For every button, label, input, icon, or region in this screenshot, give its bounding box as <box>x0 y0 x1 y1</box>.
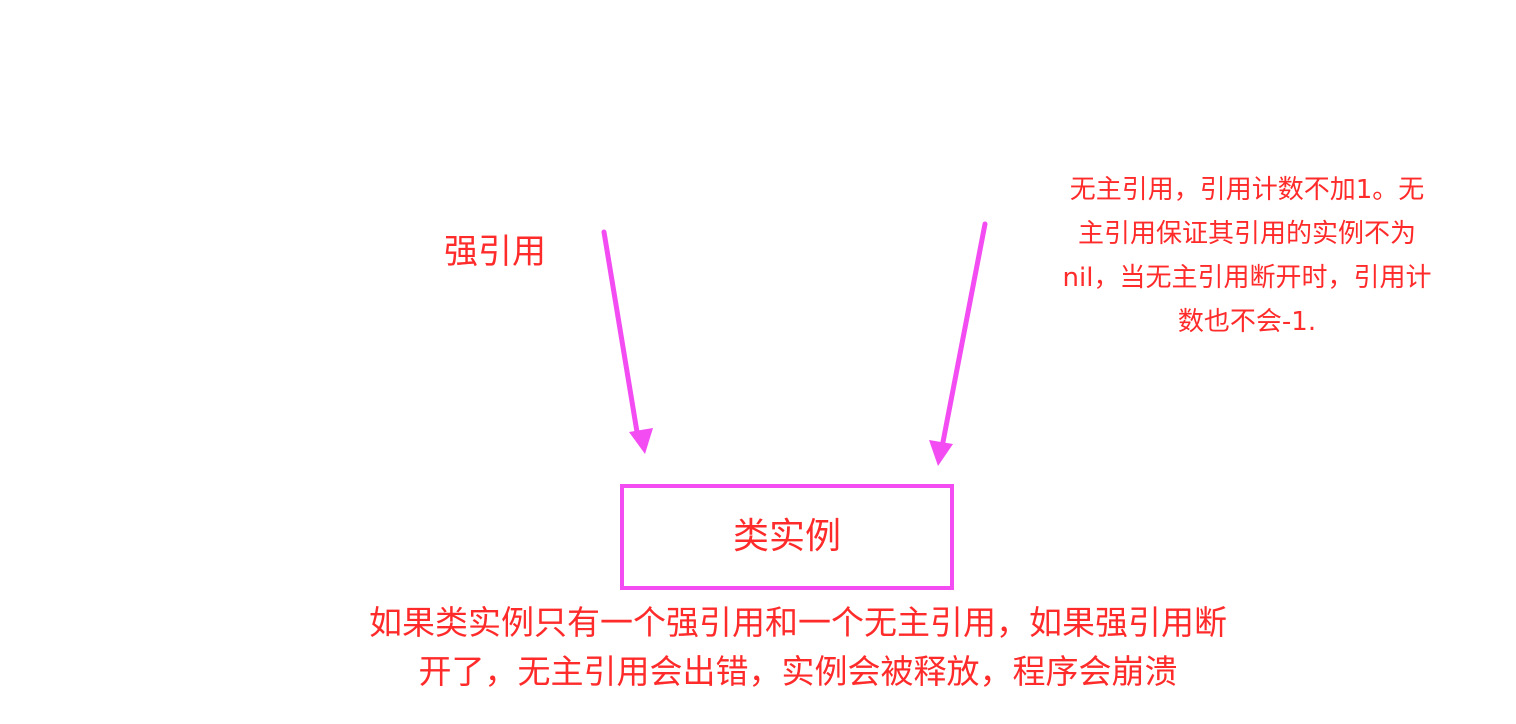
unowned-note-line: 主引用保证其引用的实例不为 <box>1077 219 1416 249</box>
strong-reference-arrow <box>601 229 653 454</box>
unowned-reference-note: 无主引用，引用计数不加1。无 主引用保证其引用的实例不为 nil，当无主引用断开… <box>1022 168 1472 344</box>
unowned-note-line: nil，当无主引用断开时，引用计 <box>1062 263 1432 293</box>
strong-reference-label: 强引用 <box>444 232 546 272</box>
unowned-note-line: 数也不会-1. <box>1177 307 1317 337</box>
caption-line: 开了，无主引用会出错，实例会被释放，程序会崩溃 <box>418 652 1178 691</box>
diagram-caption: 如果类实例只有一个强引用和一个无主引用，如果强引用断 开了，无主引用会出错，实例… <box>258 598 1338 696</box>
class-instance-box: 类实例 <box>620 484 954 590</box>
caption-line: 如果类实例只有一个强引用和一个无主引用，如果强引用断 <box>369 603 1227 642</box>
unowned-reference-arrow <box>929 221 988 466</box>
unowned-note-line: 无主引用，引用计数不加1。无 <box>1069 175 1425 205</box>
class-instance-label: 类实例 <box>732 516 841 557</box>
